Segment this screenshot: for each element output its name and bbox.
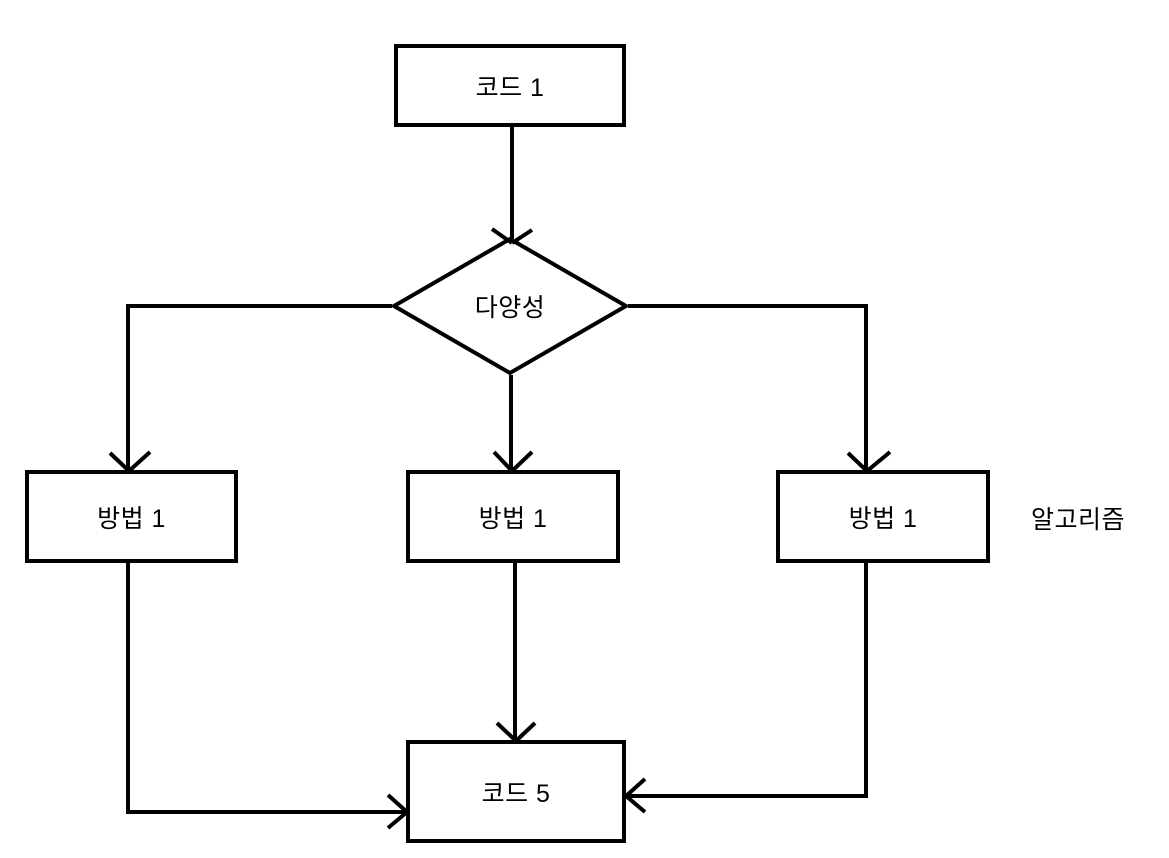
- node-diversity-shape[interactable]: [390, 236, 630, 376]
- algorithm-caption: 알고리즘: [1031, 506, 1126, 534]
- arrowhead-into-method-right: [846, 450, 892, 473]
- node-method-right-shape[interactable]: [776, 470, 990, 563]
- node-method-left-shape[interactable]: [25, 470, 238, 563]
- arrowhead-into-code5-left: [386, 793, 409, 830]
- arrowhead-into-method-left: [108, 450, 152, 473]
- node-method-middle-shape[interactable]: [406, 470, 620, 563]
- edge-method-left-to-code5-line: [126, 563, 406, 814]
- arrowheads: [108, 227, 892, 830]
- edge-diversity-to-method-left-line: [126, 304, 392, 470]
- arrowhead-into-method-middle: [492, 450, 534, 473]
- arrowhead-into-code5-top: [495, 721, 537, 743]
- arrowhead-into-code5-right: [624, 777, 647, 814]
- edge-paths: [126, 127, 868, 814]
- node-code-5-shape[interactable]: [406, 740, 626, 843]
- node-shapes: [25, 44, 990, 843]
- arrowhead-into-diversity: [490, 227, 534, 245]
- edge-diversity-to-method-right-line: [628, 304, 868, 470]
- node-code-1-shape[interactable]: [394, 44, 626, 127]
- edge-method-right-to-code5-line: [626, 563, 868, 798]
